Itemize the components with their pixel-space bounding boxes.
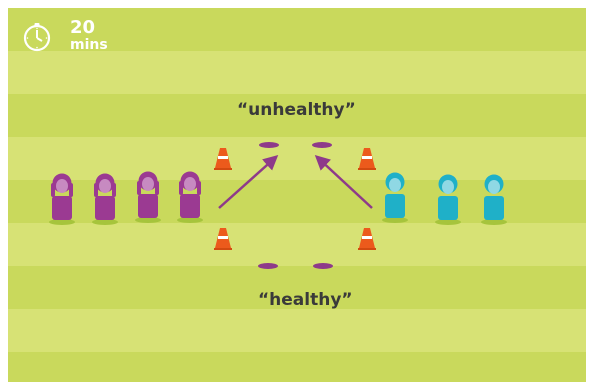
marker-disc-bottom-left [258,263,278,269]
stopwatch-icon [23,23,51,52]
player-blue-3 [481,174,507,225]
arrow-blue-team [314,154,373,209]
player-purple-1 [49,173,75,225]
player-blue-2 [435,174,461,225]
marker-disc-bottom-right [313,263,333,269]
player-purple-2 [92,173,118,225]
timer-unit: mins [70,37,108,53]
player-purple-3 [135,171,161,223]
cone-bottom-right [358,228,376,250]
cone-bottom-left [214,228,232,250]
cone-top-left [214,148,232,170]
timer-value: 20 [70,17,96,38]
player-purple-4 [177,171,203,223]
drill-diagram [49,142,507,269]
healthy-zone-label: “healthy” [258,290,353,310]
marker-disc-top-left [259,142,279,148]
arrow-purple-team [218,154,279,209]
unhealthy-zone-label: “unhealthy” [237,100,356,120]
playing-field: 20 mins “unhealthy” “healthy” [8,8,586,382]
player-blue-1 [382,172,408,223]
marker-disc-top-right [312,142,332,148]
cone-top-right [358,148,376,170]
